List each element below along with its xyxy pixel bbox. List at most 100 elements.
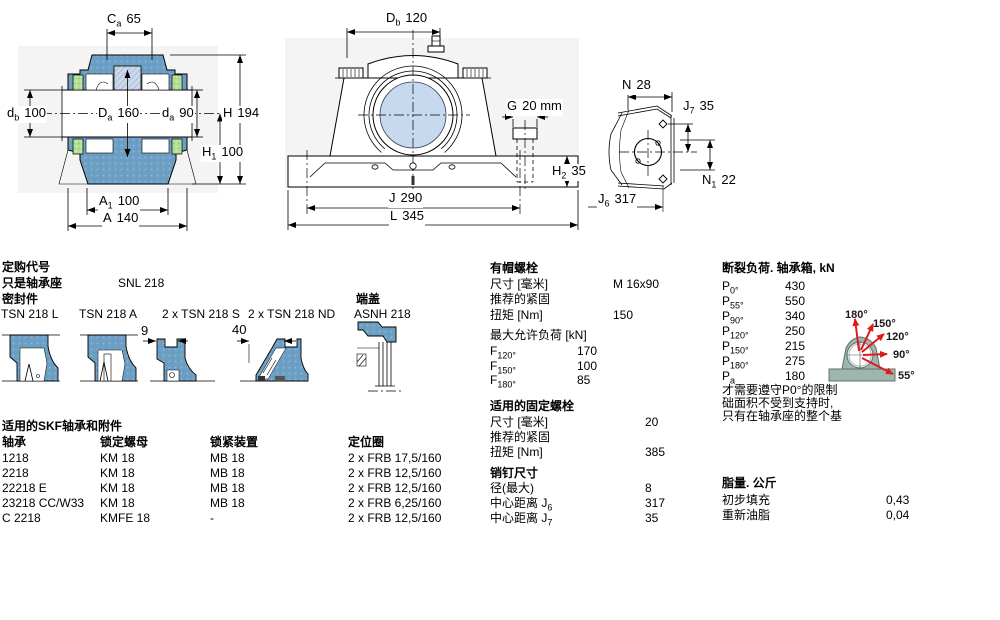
grease-title: 脂量. 公斤 [722, 476, 777, 490]
end-profile [608, 105, 697, 190]
p120-label: P120° [722, 324, 749, 341]
note-line: 才需要遵守P0°的限制 [722, 383, 838, 397]
pin-diameter-value: 8 [645, 481, 652, 495]
table-cell: KM 18 [100, 496, 135, 510]
max-load-title: 最大允许负荷 [kN] [490, 328, 587, 342]
grease-initial-label: 初步填充 [722, 493, 771, 507]
cap-bolt-right [462, 67, 488, 79]
housing-front-outline [287, 30, 579, 214]
pin-j7-value: 35 [645, 511, 659, 525]
col-header-locatingring: 定位圈 [348, 435, 385, 449]
grease-initial-value: 0,43 [886, 493, 910, 507]
p0-label: P0° [722, 279, 739, 296]
cap-bolts-torque-value: 150 [613, 308, 634, 322]
seal-item: 2 x TSN 218 ND [248, 307, 336, 321]
seal-tsn-a-drawing [80, 334, 138, 382]
pins-title: 销钉尺寸 [490, 466, 539, 480]
angle-label-90: 90° [893, 349, 910, 361]
load-arrows [852, 318, 894, 375]
oil-plug-hidden [512, 120, 538, 190]
load-f150-label: F150° [490, 359, 516, 376]
dim-sub: a [116, 18, 122, 29]
pa-value: 180 [785, 369, 806, 383]
fixing-bolts-title: 适用的固定螺栓 [490, 399, 575, 413]
fixing-bolts-size-value: 20 [645, 415, 659, 429]
table-cell: 2 x FRB 12,5/160 [348, 481, 442, 495]
table-cell: MB 18 [210, 451, 245, 465]
table-cell: C 2218 [2, 511, 41, 525]
note-line: 只有在轴承座的整个基 [722, 409, 843, 423]
seal-top-right [171, 74, 183, 91]
cap-bolts-title: 有帽螺栓 [490, 261, 539, 275]
cap-bolt-left [338, 67, 364, 79]
seal-tsn-l-drawing [2, 334, 60, 382]
fixing-bolts-size-label: 尺寸 [毫米] [490, 415, 549, 429]
end-cover-label: 端盖 [356, 292, 381, 306]
table-cell: KM 18 [100, 481, 135, 495]
table-cell: 2 x FRB 6,25/160 [348, 496, 442, 510]
p180-value: 275 [785, 354, 806, 368]
pin-diameter-label: 径(最大) [490, 481, 534, 495]
bearings-table-title: 适用的SKF轴承和附件 [2, 419, 123, 433]
fixing-bolts-tightening-label: 推荐的紧固 [490, 430, 551, 444]
table-cell: 2218 [2, 466, 29, 480]
table-cell: 2 x FRB 17,5/160 [348, 451, 442, 465]
p150-value: 215 [785, 339, 806, 353]
cap-bolts-tightening-label: 推荐的紧固 [490, 292, 551, 306]
seal-item: 2 x TSN 218 S [162, 307, 240, 321]
housing-top-cap [67, 54, 188, 91]
seal-nd-dim-label: 40 [231, 322, 248, 337]
table-cell: MB 18 [210, 481, 245, 495]
table-cell: KM 18 [100, 466, 135, 480]
col-header-bearing: 轴承 [2, 435, 27, 449]
fixing-bolts-torque-label: 扭矩 [Nm] [490, 445, 543, 459]
dim-base: C [107, 11, 117, 26]
pin-hole-top [658, 119, 668, 129]
housing-base [58, 136, 197, 185]
table-cell: 2 x FRB 12,5/160 [348, 511, 442, 525]
note-line: 础面积不受到支持时, [722, 396, 834, 410]
table-cell: 2 x FRB 12,5/160 [348, 466, 442, 480]
table-cell: MB 18 [210, 496, 245, 510]
pin-j7-label: 中心距离 J7 [490, 511, 553, 528]
table-cell: MB 18 [210, 466, 245, 480]
seal-tsn-s-drawing [143, 338, 215, 382]
angle-label-55: 55° [898, 370, 915, 382]
load-f120-label: F120° [490, 344, 516, 361]
cap-bolts-torque-label: 扭矩 [Nm] [490, 308, 543, 322]
seal-tsn-nd-drawing [237, 338, 309, 382]
pin-j6-value: 317 [645, 496, 666, 510]
pin-j6-label: 中心距离 J6 [490, 496, 553, 513]
seal-item: TSN 218 A [79, 307, 138, 321]
seals-label: 密封件 [2, 292, 39, 306]
load-f150-value: 100 [577, 359, 598, 373]
table-cell: 22218 E [2, 481, 47, 495]
pin-hole-bottom [658, 174, 668, 184]
table-cell: - [210, 511, 214, 525]
end-cover-asnh-drawing [356, 321, 404, 392]
end-cover-value: ASNH 218 [354, 307, 411, 321]
seal-bottom-left [72, 138, 84, 155]
p90-value: 340 [785, 309, 806, 323]
p150-label: P150° [722, 339, 749, 356]
load-f180-label: F180° [490, 373, 516, 390]
seal-top-left [72, 74, 84, 91]
angle-label-180: 180° [845, 309, 868, 321]
seal-drawings [2, 321, 404, 392]
load-f120-value: 170 [577, 344, 598, 358]
table-cell: 1218 [2, 451, 29, 465]
p90-label: P90° [722, 309, 744, 326]
seal-bottom-right [171, 138, 183, 155]
